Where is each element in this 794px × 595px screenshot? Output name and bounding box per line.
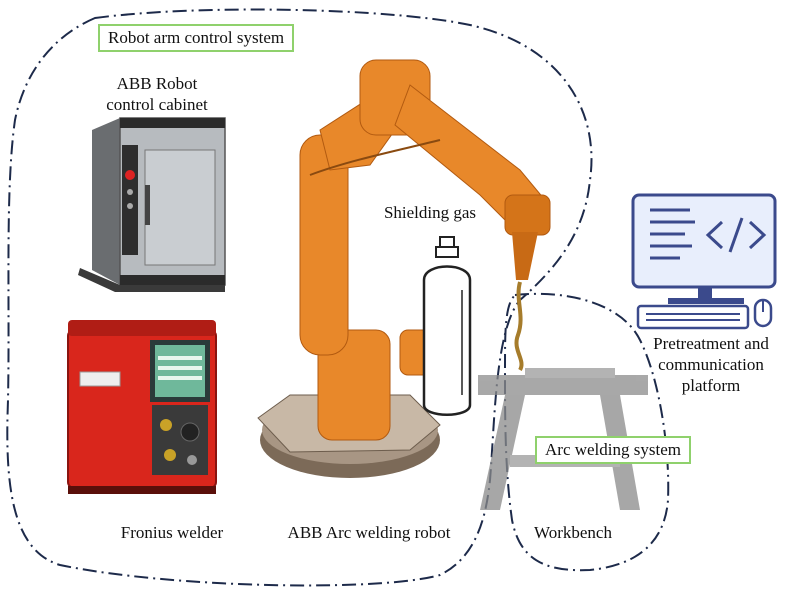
robot-arm-control-system-label: Robot arm control system (98, 24, 295, 52)
control-cabinet-label: ABB Robot control cabinet (92, 73, 222, 115)
abb-control-cabinet-illustration (78, 117, 226, 292)
control-cabinet-label-line1: ABB Robot (116, 74, 198, 93)
workbench-label: Workbench (534, 523, 612, 542)
control-cabinet-label-line2: control cabinet (106, 95, 208, 114)
abb-arc-welding-robot-illustration (257, 59, 551, 478)
robot-arm-control-system-boundary (6, 8, 593, 587)
arc-welding-system-label: Arc welding system (535, 436, 691, 464)
arc-welding-robot-label: ABB Arc welding robot (287, 523, 451, 542)
shielding-gas-cylinder-icon (422, 236, 472, 416)
cabinet-stop-button-icon (125, 170, 135, 180)
fronius-welder-label: Fronius welder (120, 523, 224, 542)
monitor-code-icon (631, 193, 777, 330)
platform-label-line3: platform (681, 376, 741, 395)
platform-label-line1: Pretreatment and (653, 334, 769, 353)
platform-label: Pretreatment and communication platform (636, 333, 786, 396)
shielding-gas-label: Shielding gas (383, 203, 477, 222)
platform-label-line2: communication (658, 355, 764, 374)
fronius-welder-illustration (67, 320, 217, 494)
